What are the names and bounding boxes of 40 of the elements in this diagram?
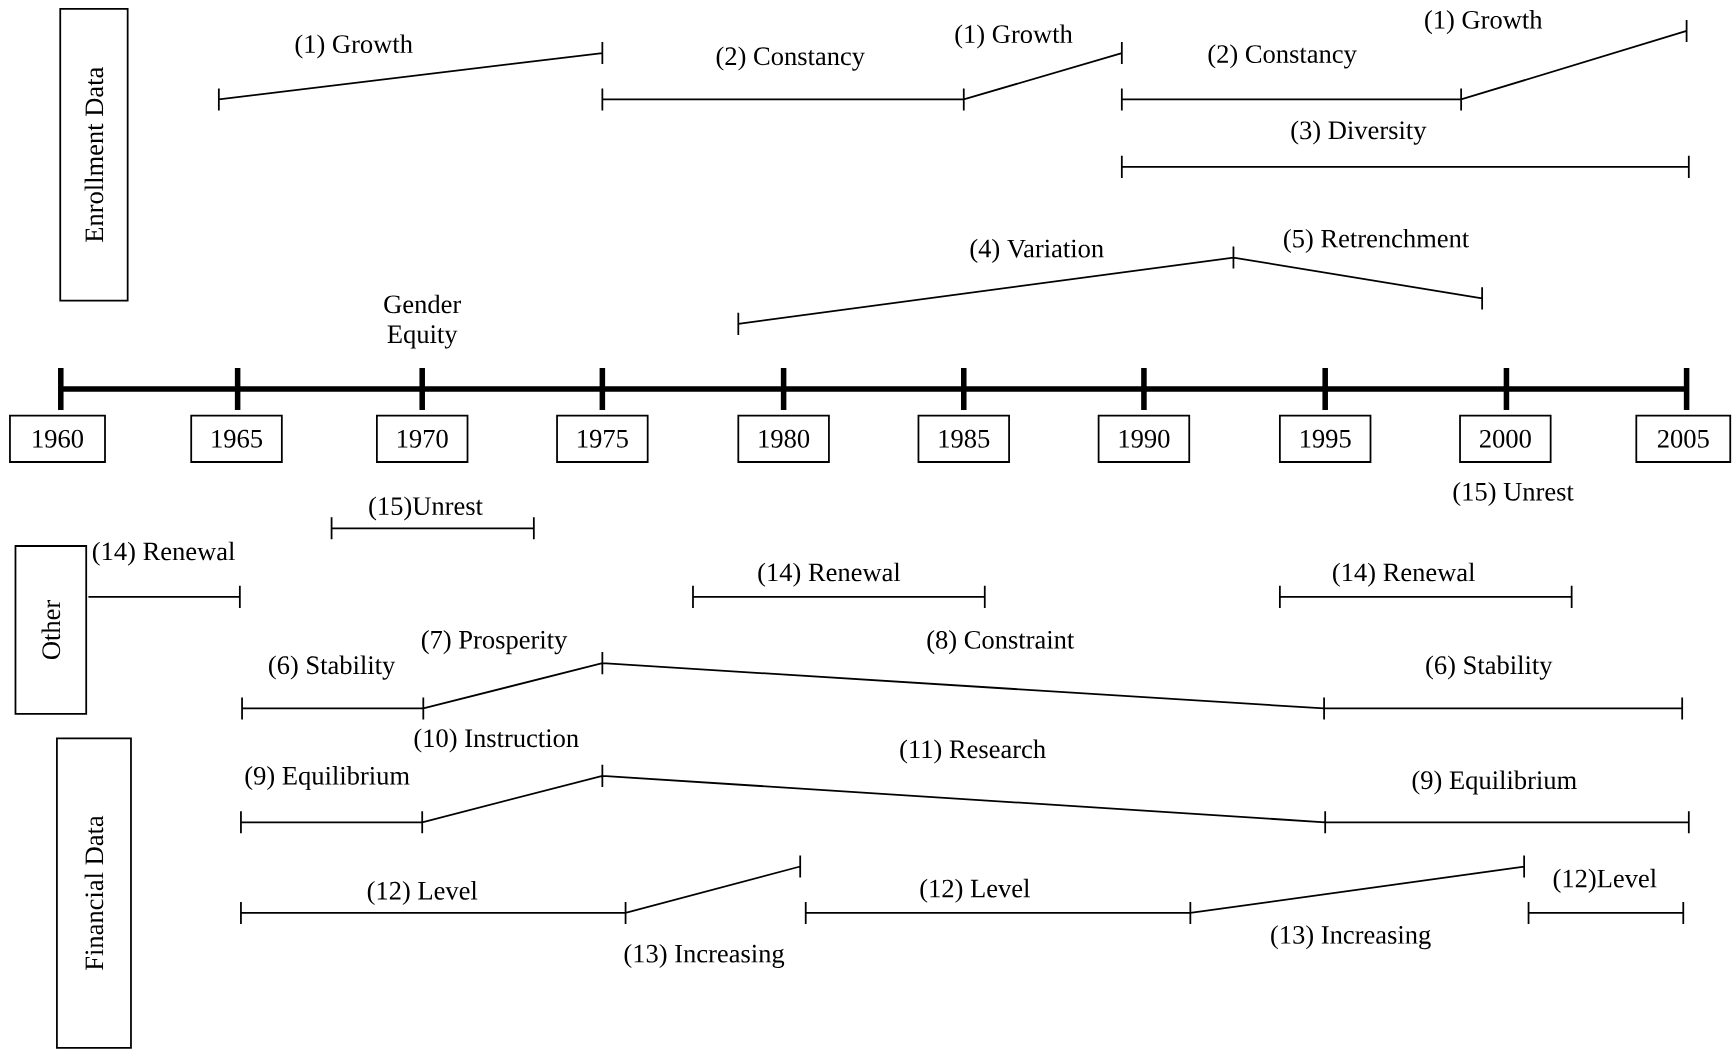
year-box: 1985 xyxy=(917,414,1010,463)
period-label: (6) Stability xyxy=(1426,655,1553,680)
year-box: 1995 xyxy=(1279,414,1372,463)
year-box: 1975 xyxy=(556,414,649,463)
period-label: (9) Equilibrium xyxy=(1412,770,1577,795)
period-label: (14) Renewal xyxy=(92,541,235,566)
year-box: 2005 xyxy=(1635,414,1732,463)
period-label: (1) Growth xyxy=(1425,9,1543,34)
year-box: 1980 xyxy=(737,414,830,463)
period-label: (1) Growth xyxy=(955,24,1073,49)
period-label: (15)Unrest xyxy=(369,496,483,521)
year-box: 1970 xyxy=(376,414,469,463)
period-label: (4) Variation xyxy=(970,238,1104,263)
period-label: (14) Renewal xyxy=(1333,562,1475,587)
period-label: (12) Level xyxy=(367,880,478,905)
period-label: (8) Constraint xyxy=(927,629,1075,655)
period-label: (15) Unrest xyxy=(1453,481,1574,506)
period-label: (3) Diversity xyxy=(1291,120,1427,145)
year-box: 2000 xyxy=(1459,414,1552,463)
side-label-box: Other xyxy=(14,544,88,715)
period-label: (11) Research xyxy=(900,739,1046,764)
period-label: (9) Equilibrium xyxy=(245,765,410,790)
period-label: (5) Retrenchment xyxy=(1284,228,1470,253)
period-label: (2) Constancy xyxy=(1208,44,1357,69)
year-box: 1960 xyxy=(9,414,106,463)
period-label: (13) Increasing xyxy=(1271,925,1431,950)
period-label: (6) Stability xyxy=(269,655,396,680)
period-label: Gender Equity xyxy=(384,294,461,349)
period-label: (14) Renewal xyxy=(758,562,901,587)
period-label: (12) Level xyxy=(920,878,1030,903)
side-label-box: Financial Data xyxy=(56,737,132,1049)
period-label: (10) Instruction xyxy=(414,728,579,753)
year-box: 1990 xyxy=(1097,414,1191,463)
period-label: (1) Growth xyxy=(295,34,413,59)
period-label: (13) Increasing xyxy=(624,943,785,968)
side-label-box: Enrollment Data xyxy=(59,7,129,302)
period-label: (12)Level xyxy=(1553,868,1657,893)
year-box: 1965 xyxy=(190,414,283,463)
period-label: (2) Constancy xyxy=(716,46,865,71)
period-label: (7) Prosperity xyxy=(421,629,568,655)
